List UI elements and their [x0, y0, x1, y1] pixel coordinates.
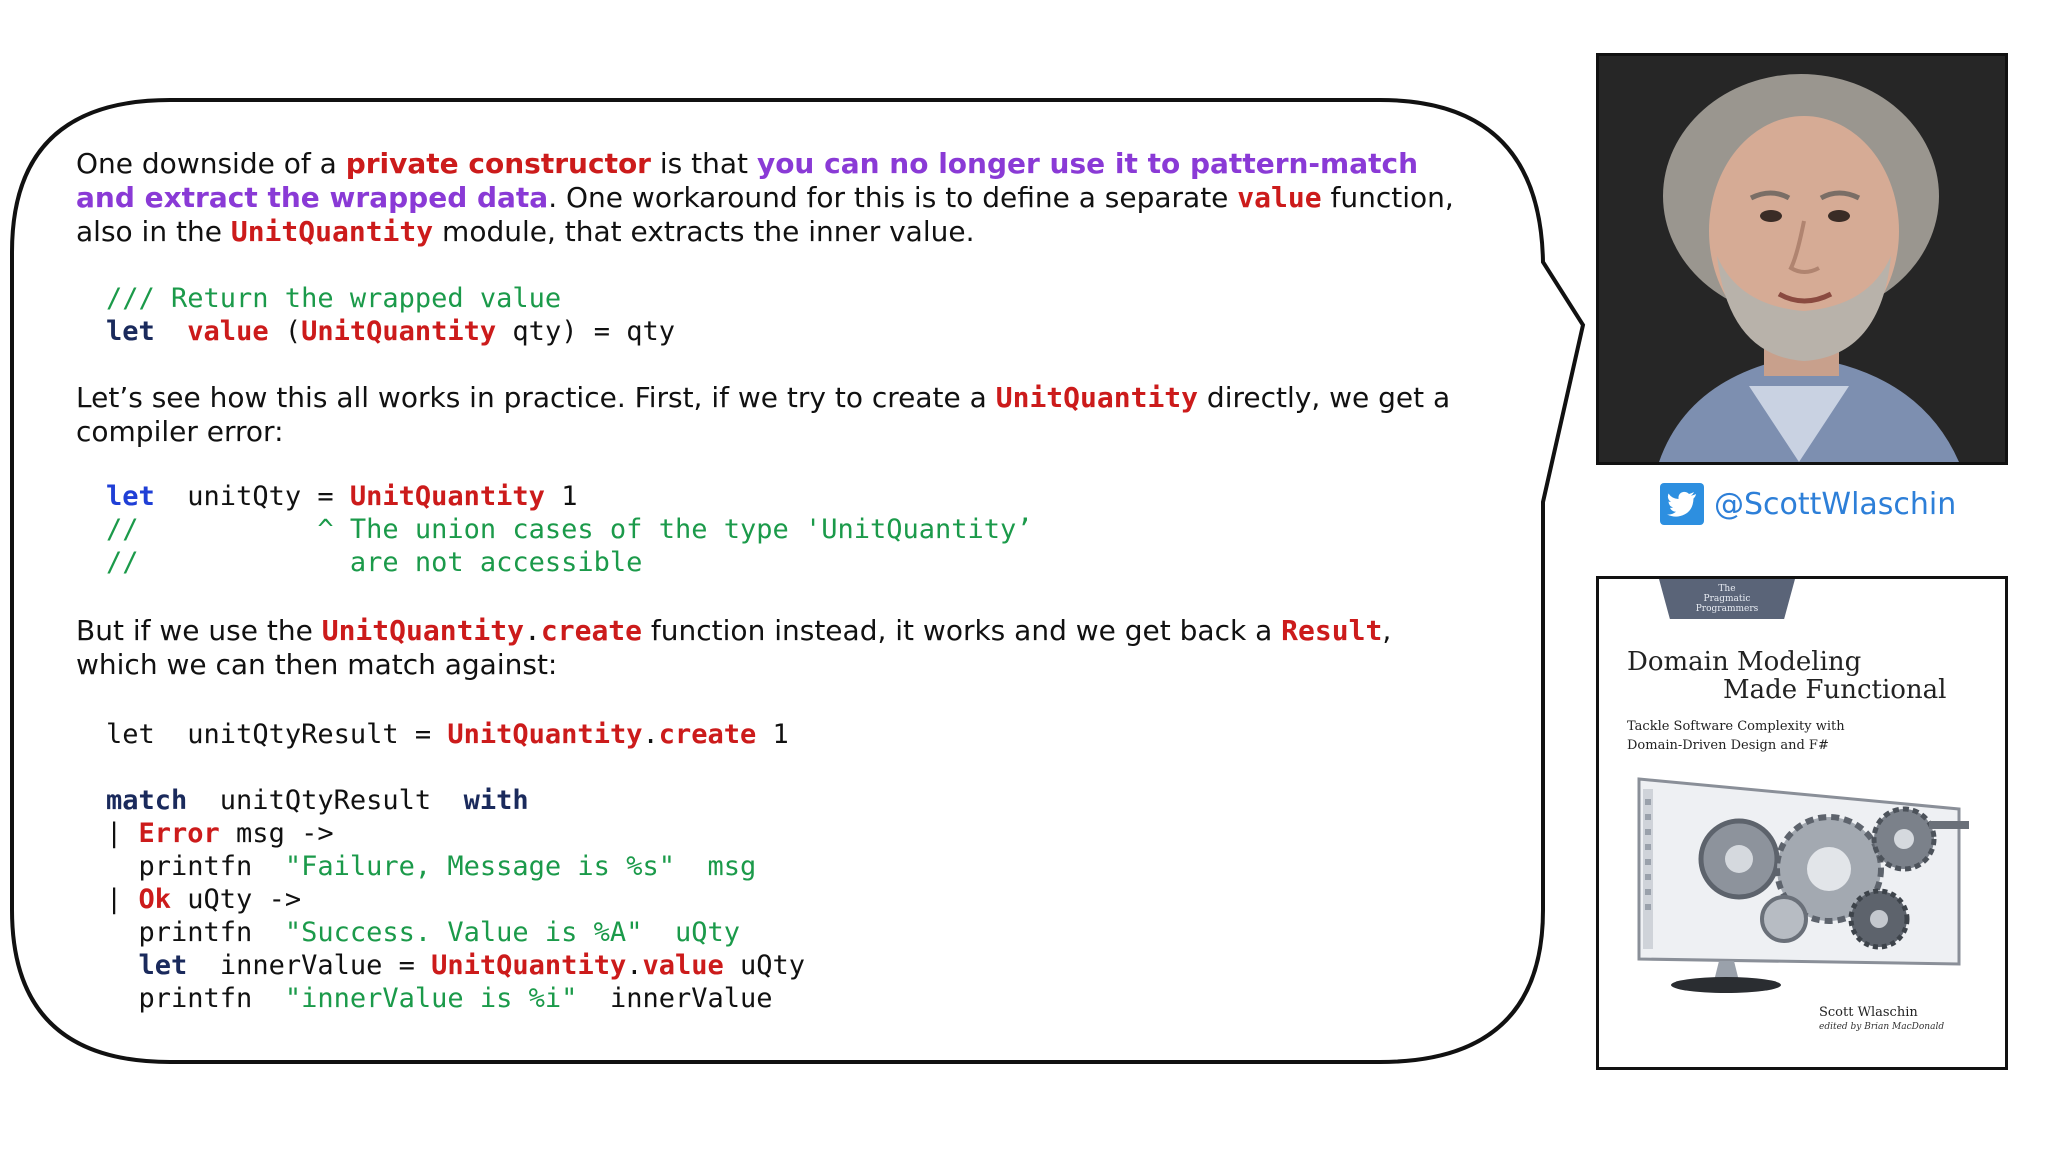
text: But if we use the	[76, 614, 322, 647]
code-text: msg ->	[219, 818, 334, 849]
inline-code-result: Result	[1281, 614, 1383, 647]
keyword-let: let	[106, 719, 155, 750]
book-title-line-1: Domain Modeling	[1627, 647, 1862, 677]
text: module, that extracts the inner value.	[433, 215, 975, 248]
twitter-handle[interactable]: @ScottWlaschin	[1714, 486, 1957, 522]
code-text: 1	[544, 481, 578, 512]
code-string: "Failure, Message is %s"	[284, 851, 675, 882]
code-text: .	[642, 719, 659, 750]
publisher-text: Pragmatic	[1703, 594, 1751, 604]
book-subtitle-line: Tackle Software Complexity with	[1627, 719, 1845, 734]
code-text: unitQtyResult	[219, 785, 432, 816]
twitter-link[interactable]: @ScottWlaschin	[1660, 480, 1956, 528]
inline-code-unitquantity: UnitQuantity	[230, 215, 434, 248]
code-type: UnitQuantity	[431, 950, 627, 981]
code-string: "Success. Value is %A"	[284, 917, 643, 948]
code-case-ok: Ok	[138, 884, 172, 915]
text: directly, we get a compiler error:	[76, 381, 1451, 448]
code-comment: ^ The union cases of the type 'UnitQuant…	[317, 514, 1033, 545]
code-text: printfn	[138, 983, 253, 1014]
code-type: UnitQuantity	[301, 316, 497, 347]
code-text: printfn	[138, 851, 253, 882]
inline-code-unitquantity: UnitQuantity	[995, 381, 1199, 414]
intro-paragraph: One downside of a private constructor is…	[76, 147, 1481, 249]
create-paragraph: But if we use the UnitQuantity.create fu…	[76, 614, 1481, 682]
highlight-private-constructor: private constructor	[345, 147, 651, 180]
code-comment: /// Return the wrapped value	[106, 283, 562, 314]
keyword-let: let	[138, 950, 188, 981]
keyword-match: match	[106, 785, 188, 816]
text: function, also in the	[76, 181, 1454, 248]
book-subtitle: Tackle Software Complexity with Domain-D…	[1627, 717, 1927, 755]
code-text: |	[106, 818, 139, 849]
code-arg: msg	[707, 851, 757, 882]
code-text: qty) = qty	[496, 316, 675, 347]
publisher-text: The	[1718, 584, 1736, 594]
publisher-text: Programmers	[1695, 604, 1759, 614]
code-text: |	[106, 884, 139, 915]
author-portrait-illustration	[1599, 56, 2005, 462]
code-string: "innerValue is %i"	[284, 983, 578, 1014]
inline-code-value: value	[1237, 181, 1322, 214]
code-fn-create: create	[658, 719, 757, 750]
code-text: unitQtyResult =	[187, 719, 448, 750]
code-block-value-function: /// Return the wrapped value let value (…	[106, 282, 675, 348]
keyword-with: with	[463, 785, 529, 816]
code-arg: innerValue	[609, 983, 773, 1014]
code-type: UnitQuantity	[447, 719, 643, 750]
text: function instead, it works and we get ba…	[642, 614, 1282, 647]
book-title-line-2: Made Functional	[1723, 675, 1947, 705]
book-author: Scott Wlaschin	[1819, 1005, 1918, 1020]
keyword-let: let	[106, 481, 155, 512]
code-type: UnitQuantity	[349, 481, 545, 512]
inline-code-create: create	[540, 614, 643, 647]
code-text: uQty ->	[171, 884, 302, 915]
code-text: printfn	[138, 917, 253, 948]
book-editor: edited by Brian MacDonald	[1819, 1022, 1945, 1032]
code-text: .	[626, 950, 643, 981]
code-block-compiler-error: let unitQty = UnitQuantity 1 // ^ The un…	[106, 480, 1033, 579]
text: , which we can then match against:	[76, 614, 1392, 681]
author-photo	[1596, 53, 2008, 465]
code-fn-value: value	[187, 316, 269, 347]
publisher-banner: The Pragmatic Programmers	[1659, 579, 1795, 619]
code-text: 1	[756, 719, 789, 750]
code-arg: uQty	[674, 917, 740, 948]
code-text: uQty	[723, 950, 806, 981]
practice-paragraph: Let’s see how this all works in practice…	[76, 381, 1481, 449]
text: One downside of a	[76, 147, 346, 180]
code-fn-value: value	[642, 950, 724, 981]
code-case-error: Error	[138, 818, 220, 849]
text: Let’s see how this all works in practice…	[76, 381, 996, 414]
highlight-pattern-match: you can no longer use it to pattern-matc…	[76, 147, 1419, 214]
twitter-bird-icon	[1660, 483, 1704, 525]
code-comment: //	[106, 547, 139, 578]
code-text: innerValue =	[219, 950, 432, 981]
keyword-let: let	[106, 316, 155, 347]
code-text: (	[268, 316, 302, 347]
code-comment: are not accessible	[349, 547, 643, 578]
inline-code-dot: .	[524, 614, 541, 647]
code-comment: //	[106, 514, 139, 545]
inline-code-unitquantity: UnitQuantity	[321, 614, 525, 647]
book-subtitle-line: Domain-Driven Design and F#	[1627, 738, 1829, 753]
gears-monitor-illustration	[1637, 777, 1969, 993]
text: is that	[651, 147, 757, 180]
text: . One workaround for this is to define a…	[548, 181, 1238, 214]
code-text: unitQty =	[187, 481, 350, 512]
code-block-match: let unitQtyResult = UnitQuantity.create …	[106, 718, 805, 1015]
book-cover: The Pragmatic Programmers Domain Modelin…	[1596, 576, 2008, 1070]
